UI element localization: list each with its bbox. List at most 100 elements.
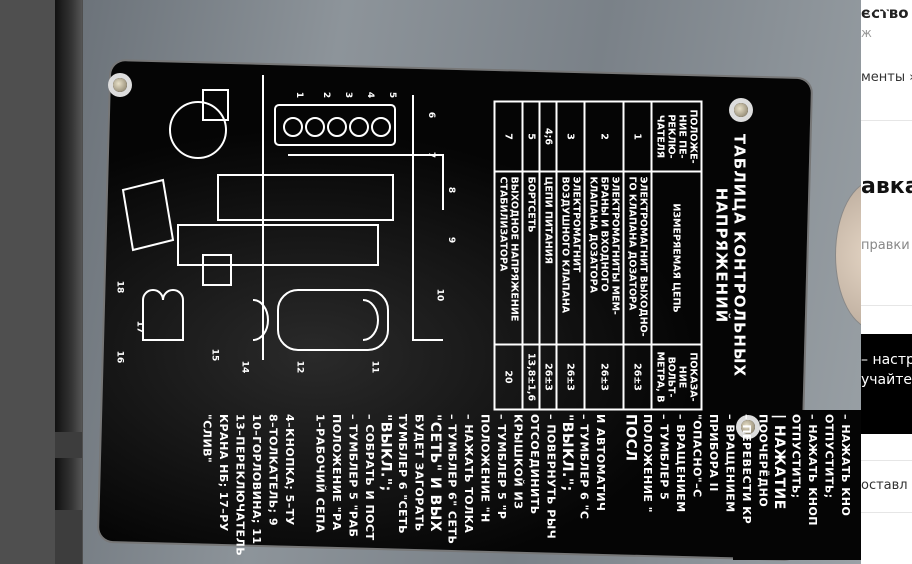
cell-position: 2 bbox=[584, 101, 624, 172]
delivery-fragment: оставл bbox=[861, 478, 908, 493]
instruction-line: | НАЖАТИЕ bbox=[771, 414, 787, 510]
instruction-line: "ОПАСНО"–С bbox=[690, 414, 704, 498]
instruction-line: "ВЫКЛ."; bbox=[377, 414, 394, 492]
diagram-label: 1 bbox=[294, 91, 305, 99]
diagram-label: 16 bbox=[114, 350, 125, 364]
cell-circuit: БОРТСЕТЬ bbox=[522, 171, 540, 345]
cell-circuit: ЦЕПИ ПИТАНИЯ bbox=[539, 171, 557, 345]
product-page-panel: ество ж менты › авка правки – настр учай… bbox=[861, 0, 912, 564]
diagram-label: 5 bbox=[387, 91, 398, 99]
screw bbox=[113, 78, 127, 92]
instruction-line: – ПЕРЕВЕСТИ КР bbox=[740, 414, 753, 525]
instruction-line: "ВЫКЛ."; bbox=[559, 414, 575, 492]
instruction-line: ПОСЛ bbox=[622, 414, 639, 462]
cell-voltage: 13,8±1,6 bbox=[522, 344, 540, 410]
divider bbox=[861, 512, 912, 513]
control-voltage-table: ТАБЛИЦА КОНТРОЛЬНЫХ НАПРЯЖЕНИЙ ПОЛОЖЕ-НИ… bbox=[460, 101, 755, 411]
wiring-schematic bbox=[121, 75, 444, 360]
screw bbox=[734, 103, 748, 117]
divider bbox=[861, 305, 912, 306]
cell-position: 3 bbox=[556, 101, 585, 172]
cell-circuit: ЭЛЕКТРОМАГНИТ ВЫХОДНО-ГО КЛАПАНА ДОЗАТОР… bbox=[623, 171, 652, 345]
diagram-label: 18 bbox=[114, 280, 125, 294]
instruction-line: ПОЛОЖЕНИЕ "РА bbox=[330, 414, 343, 531]
promo-banner[interactable]: – настр учайте bbox=[861, 334, 912, 434]
instruction-line: – ВРАЩЕНИЕМ bbox=[674, 414, 687, 513]
table-header-row: ПОЛОЖЕ-НИЕ ПЕ-РЕКЛЮ-ЧАТЕЛЯ ИЗМЕРЯЕМАЯ ЦЕ… bbox=[651, 101, 702, 410]
diagram-label: 2 bbox=[321, 91, 332, 99]
diagram-label: 14 bbox=[239, 360, 250, 374]
instruction-plate-right bbox=[733, 410, 861, 560]
instruction-line: – ПОВЕРНУТЬ РЫЧ bbox=[544, 414, 558, 540]
cell-voltage: 26±3 bbox=[539, 344, 557, 410]
instruction-line: КРАНА НБ; 17–РУ bbox=[217, 414, 230, 532]
instruction-line: 1–РАБОЧИЙ СЕПА bbox=[313, 414, 327, 533]
instruction-line: – ТУМБЛЕР 5 "Р bbox=[495, 414, 508, 520]
thumbnail-image[interactable] bbox=[55, 458, 82, 510]
instruction-line: "СЕТЬ" И ВЫХ bbox=[427, 414, 443, 533]
diagram-label: 3 bbox=[343, 91, 354, 99]
cell-voltage: 26±3 bbox=[623, 344, 652, 410]
header-circuit: ИЗМЕРЯЕМАЯ ЦЕПЬ bbox=[651, 171, 702, 345]
cell-position: 4;6 bbox=[539, 101, 557, 172]
instruction-line: – НАЖАТЬ КНОП bbox=[806, 414, 819, 526]
cell-position: 1 bbox=[623, 101, 652, 172]
instruction-line: ПООЧЕРЁДНО bbox=[756, 414, 770, 508]
instruction-line: 8–ТОЛКАТЕЛЬ; 9 bbox=[266, 414, 280, 527]
instruction-line: "СЛИВ" bbox=[200, 414, 214, 464]
section-sub-fragment: правки bbox=[861, 238, 910, 253]
instruction-line: 4–КНОПКА; 5–ТУ bbox=[283, 414, 296, 526]
diagram-label: 11 bbox=[369, 360, 380, 374]
diagram-label: 17 bbox=[134, 320, 145, 334]
promo-line: учайте bbox=[861, 372, 912, 388]
header-voltage: ПОКАЗА-НИЕ ВОЛЬТ-МЕТРА, В bbox=[651, 344, 702, 410]
instruction-line: 13–ПЕРЕКЛЮЧАТЕЛЬ bbox=[233, 414, 247, 557]
instruction-line: ПРИБОРА II bbox=[707, 414, 720, 492]
cell-position: 7 bbox=[494, 101, 523, 172]
cell-voltage: 20 bbox=[494, 344, 523, 410]
diagram-label: 7 bbox=[426, 151, 437, 159]
instruction-line: ПОЛОЖЕНИЕ " bbox=[641, 414, 654, 514]
promo-line: – настр bbox=[861, 352, 912, 368]
instruction-line: – ВРАЩЕНИЕМ bbox=[723, 414, 737, 513]
instruction-line: И АВТОМАТИЧ bbox=[594, 414, 607, 512]
thumbnail-image[interactable] bbox=[55, 0, 82, 432]
instruction-line: ОТПУСТИТЬ; bbox=[822, 414, 836, 499]
reviews-link[interactable]: менты › bbox=[861, 70, 912, 85]
instruction-line: – ТУМБЛЕР 6" СЕТЬ bbox=[445, 414, 459, 545]
cell-voltage: 26±3 bbox=[584, 344, 624, 410]
close-icon[interactable] bbox=[866, 0, 892, 20]
cell-voltage: 26±3 bbox=[556, 344, 585, 410]
cell-circuit: ЭЛЕКТРОМАГНИТЫ МЕМ-БРАНЫ И ВХОДНОГО КЛАП… bbox=[584, 171, 624, 345]
reviews-link-label: менты bbox=[861, 70, 906, 85]
diagram-label: 6 bbox=[426, 111, 437, 119]
instruction-line: – ТУМБЛЕР 5 "РАБ bbox=[346, 414, 360, 538]
instruction-line: ОТСОЕДИНИТЬ bbox=[528, 414, 541, 515]
table-title: ТАБЛИЦА КОНТРОЛЬНЫХ НАПРЯЖЕНИЙ bbox=[712, 133, 749, 378]
instruction-line: – ТУМБЛЕР 5 bbox=[657, 414, 671, 501]
diagram-label: 10 bbox=[434, 288, 445, 302]
cell-circuit: ЭЛЕКТРОМАГНИТ ВОЗДУШНОГО КЛАПАНА bbox=[556, 171, 585, 345]
cell-position: 5 bbox=[522, 101, 540, 172]
instruction-line: КРЫШКОЙ ИЗ bbox=[511, 414, 525, 510]
diagram-label: 4 bbox=[365, 91, 376, 99]
header-position: ПОЛОЖЕ-НИЕ ПЕ-РЕКЛЮ-ЧАТЕЛЯ bbox=[651, 101, 702, 172]
divider bbox=[861, 460, 912, 461]
subtitle-fragment: ж bbox=[861, 26, 872, 40]
instruction-line: ПОЛОЖЕНИЕ "Н bbox=[478, 414, 492, 523]
diagram-label: 8 bbox=[446, 186, 457, 194]
divider bbox=[861, 120, 912, 121]
instruction-line: – ТУМБЛЕР 6 "С bbox=[577, 414, 591, 520]
thumbnail-strip[interactable] bbox=[55, 0, 82, 564]
instruction-line: – НАЖАТЬ КНО bbox=[839, 414, 852, 517]
instruction-line: – СОБРАТЬ И ПОСТ bbox=[363, 414, 376, 541]
cell-circuit: ВЫХОДНОЕ НАПРЯЖЕНИЕ СТАБИЛИЗАТОРА bbox=[494, 171, 523, 345]
lightbox-photo: ТАБЛИЦА КОНТРОЛЬНЫХ НАПРЯЖЕНИЙ ПОЛОЖЕ-НИ… bbox=[83, 0, 861, 564]
